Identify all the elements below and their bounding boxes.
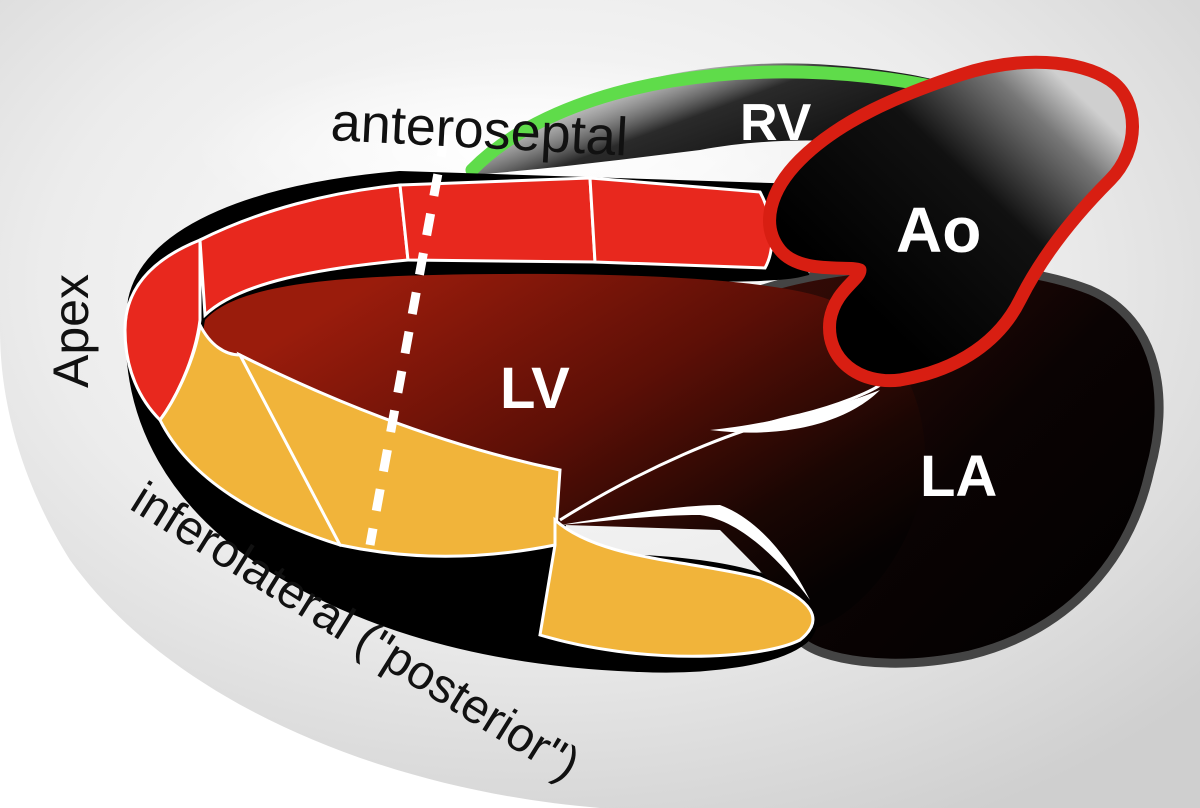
segment-basal-inferolateral bbox=[538, 516, 815, 658]
label-la: LA bbox=[920, 444, 997, 509]
mitral-posterior-leaflet bbox=[560, 505, 810, 600]
inferolateral-wall bbox=[158, 320, 815, 658]
label-apex: Apex bbox=[43, 274, 99, 388]
segment-basal-anteroseptal-2 bbox=[588, 176, 774, 270]
rv-chamber bbox=[470, 63, 975, 175]
aorta bbox=[763, 55, 1139, 388]
mitral-annulus-anterior bbox=[710, 390, 880, 433]
label-rv: RV bbox=[740, 94, 812, 152]
lv-cavity bbox=[202, 273, 926, 630]
label-lv: LV bbox=[500, 356, 570, 421]
rv-green-band bbox=[465, 65, 947, 177]
dashed-scan-line bbox=[365, 134, 450, 546]
label-ao: Ao bbox=[896, 194, 981, 266]
segment-mid-inferolateral bbox=[236, 351, 562, 558]
anteroseptal-wall bbox=[123, 176, 774, 423]
